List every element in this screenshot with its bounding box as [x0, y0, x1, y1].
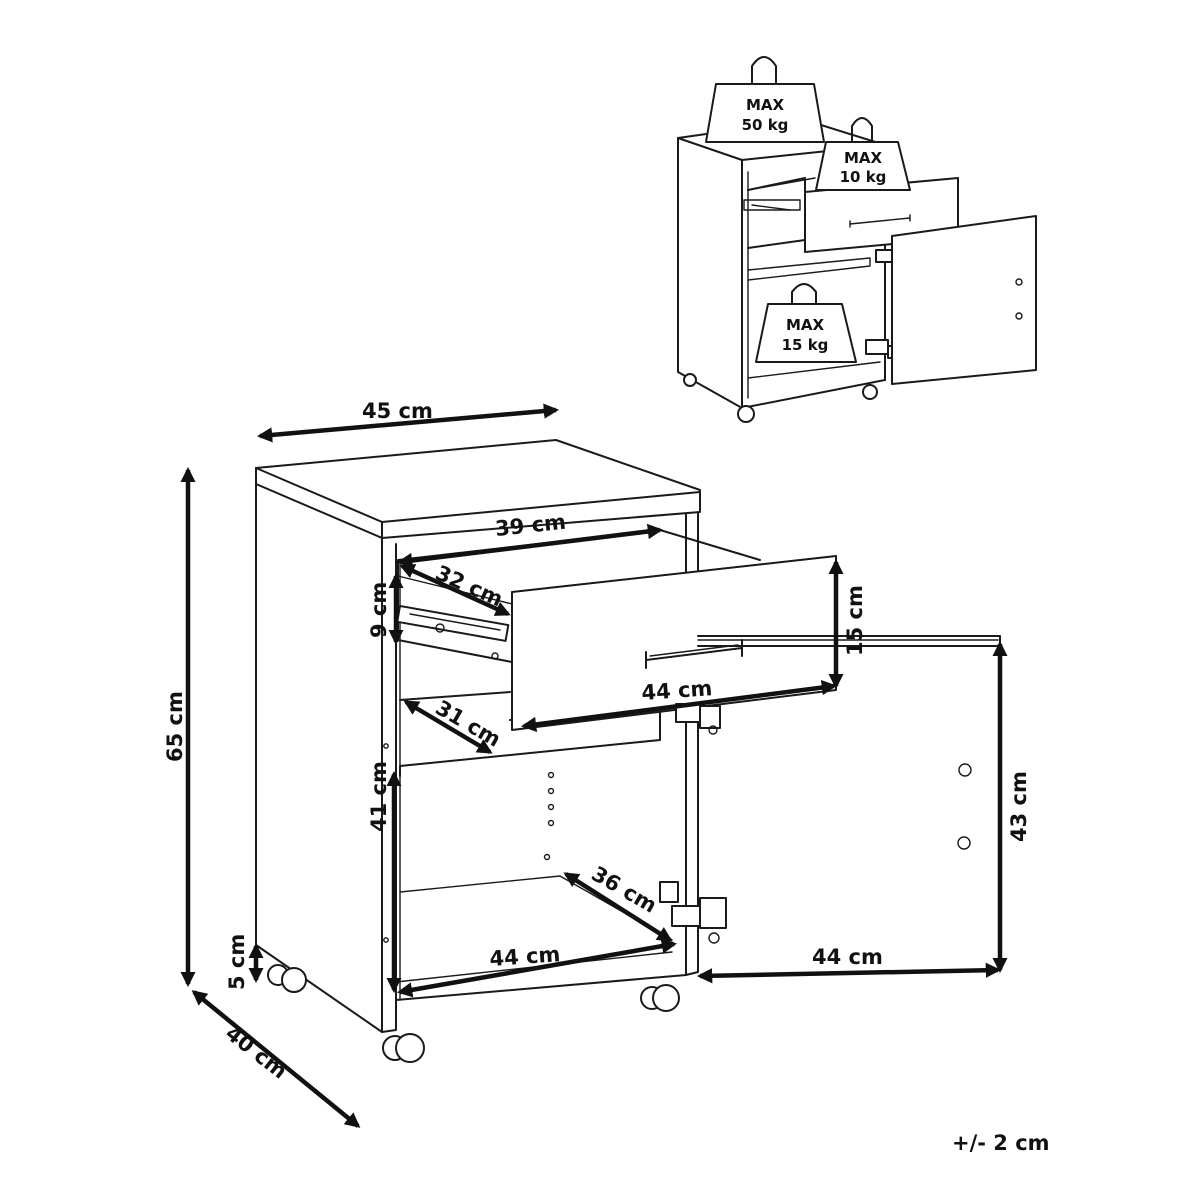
- label-drawer-front-width: 44 cm: [641, 676, 713, 705]
- tolerance-note: +/- 2 cm: [952, 1131, 1050, 1155]
- label-drawer-inner-width: 39 cm: [494, 510, 567, 541]
- label-height-total: 65 cm: [163, 691, 187, 762]
- dim-arrow-width-top: [256, 403, 560, 443]
- weight-50kg-icon: MAX 50 kg: [705, 56, 825, 143]
- weight-15kg-line2: 15 kg: [782, 336, 829, 354]
- label-door-height: 43 cm: [1007, 771, 1031, 842]
- label-door-width: 44 cm: [812, 945, 883, 969]
- inset-illustration: MAX 50 kg MAX 10 kg MAX 15 kg: [677, 56, 1037, 423]
- weight-10kg-line2: 10 kg: [840, 168, 887, 186]
- label-compartment-height: 41 cm: [367, 761, 391, 832]
- caster-left: [267, 964, 307, 993]
- label-width-top: 45 cm: [362, 399, 433, 423]
- label-bottom-width: 44 cm: [489, 942, 561, 971]
- weight-15kg-line1: MAX: [786, 316, 825, 334]
- label-depth-side: 40 cm: [221, 1021, 292, 1084]
- weight-10kg-line1: MAX: [844, 149, 883, 167]
- dim-arrow-depth-side: [191, 990, 361, 1128]
- caster-front: [382, 1033, 425, 1063]
- dim-arrow-drawer-inner-width: [396, 523, 664, 569]
- weight-15kg-icon: MAX 15 kg: [755, 283, 857, 363]
- dim-arrow-drawer-inner-depth: [399, 563, 511, 617]
- label-drawer-inner-height: 9 cm: [367, 582, 391, 638]
- label-drawer-inner-depth: 32 cm: [432, 561, 507, 612]
- dimension-arrows: [180, 403, 1008, 1128]
- dim-arrow-bottom-width: [396, 938, 678, 998]
- weight-50kg-line2: 50 kg: [742, 116, 789, 134]
- dim-arrow-door-width: [696, 962, 1002, 984]
- dim-arrow-drawer-front-width: [520, 679, 838, 733]
- weight-10kg-icon: MAX 10 kg: [815, 117, 911, 191]
- weight-50kg-line1: MAX: [746, 96, 785, 114]
- label-leg-height: 5 cm: [225, 934, 249, 990]
- dim-arrow-bottom-depth: [563, 872, 673, 942]
- dim-arrow-shelf-depth: [403, 700, 493, 754]
- caster-right: [640, 984, 680, 1012]
- label-drawer-front-height: 15 cm: [843, 585, 867, 656]
